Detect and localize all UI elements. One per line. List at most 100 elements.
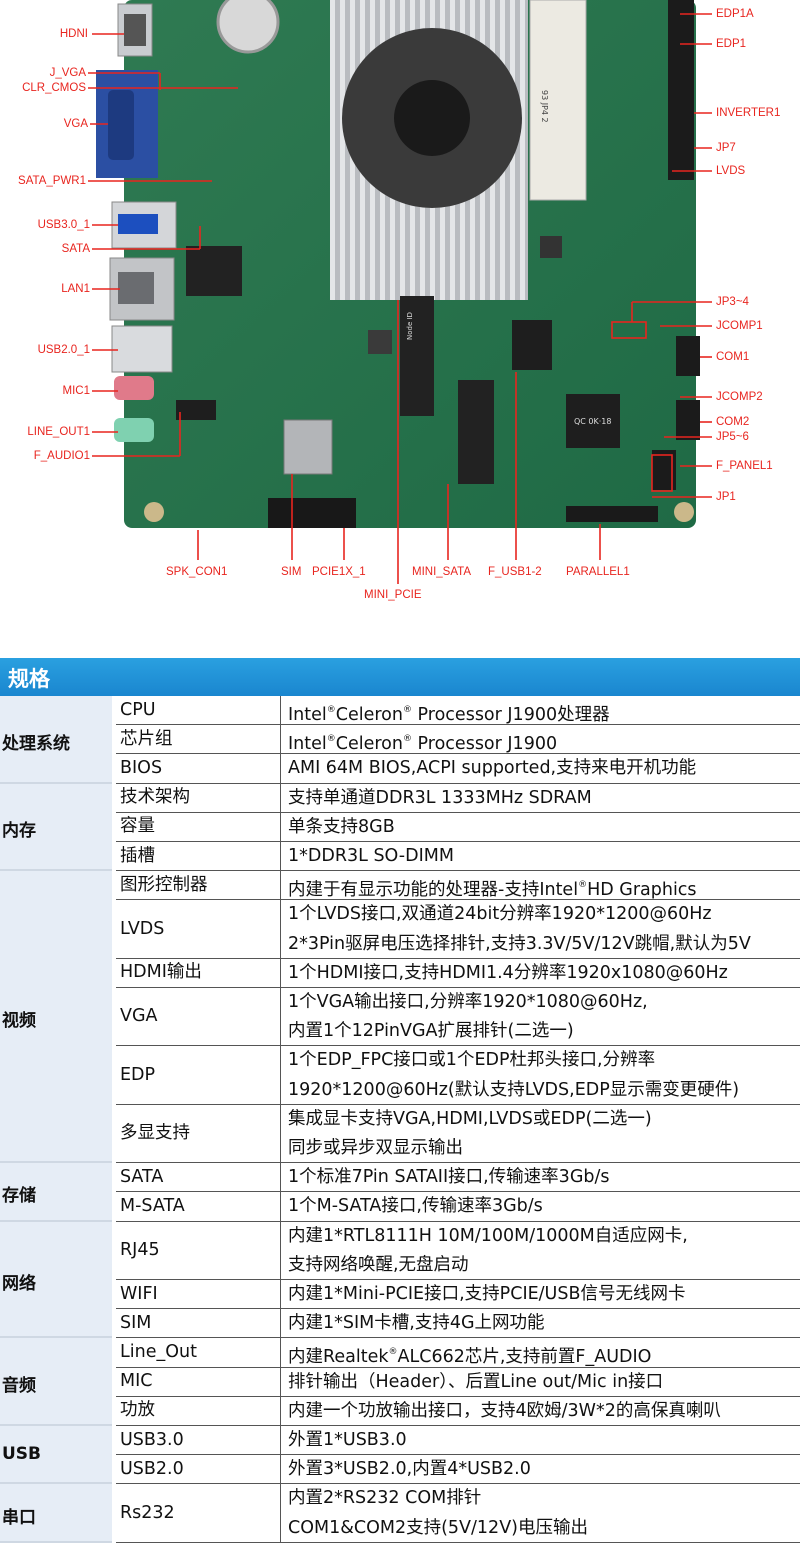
spec-row-value: 1*DDR3L SO-DIMM bbox=[288, 846, 454, 866]
spec-row-value: 1个HDMI接口,支持HDMI1.4分辨率1920x1080@60Hz bbox=[288, 962, 728, 983]
row-divider bbox=[116, 811, 800, 813]
msata-slot bbox=[458, 380, 494, 484]
row-divider bbox=[116, 1483, 800, 1485]
spec-row-value: 内建1*Mini-PCIE接口,支持PCIE/USB信号无线网卡 bbox=[288, 1284, 686, 1304]
spec-row-label: RJ45 bbox=[120, 1239, 160, 1260]
spec-category: 视频 bbox=[0, 871, 112, 1164]
row-divider bbox=[116, 1366, 800, 1368]
callout-f-panel1: F_PANEL1 bbox=[716, 460, 773, 472]
spec-row-value: Intel®Celeron® Processor J1900 bbox=[288, 734, 558, 755]
row-divider bbox=[116, 1045, 800, 1047]
sim-slot bbox=[283, 419, 333, 475]
com2-header bbox=[676, 400, 700, 440]
spec-category: 内存 bbox=[0, 783, 112, 872]
spec-row-value: COM1&COM2支持(5V/12V)电压输出 bbox=[288, 1517, 588, 1538]
spec-row-label: USB2.0 bbox=[120, 1458, 184, 1479]
callout-jp1: JP1 bbox=[716, 491, 736, 503]
spec-row-label: 容量 bbox=[120, 816, 155, 837]
spec-row-value: 1个标准7Pin SATAII接口,传输速率3Gb/s bbox=[288, 1167, 610, 1188]
callout-usb20-1: USB2.0_1 bbox=[37, 344, 90, 356]
spec-category-label: 视频 bbox=[2, 1011, 36, 1032]
spec-row-label: Rs232 bbox=[120, 1502, 175, 1523]
ic-silk-label: QC 0K·18 bbox=[574, 417, 611, 426]
spec-row-value: 内建1*SIM卡槽,支持4G上网功能 bbox=[288, 1313, 545, 1334]
spec-row-value: 同步或异步双显示输出 bbox=[288, 1138, 463, 1158]
spec-row-label: USB3.0 bbox=[120, 1429, 184, 1450]
spec-row-label: CPU bbox=[120, 699, 156, 720]
callout-lan1: LAN1 bbox=[61, 283, 90, 295]
mini-pcie-slot bbox=[400, 296, 434, 416]
row-divider bbox=[116, 957, 800, 959]
spec-row-value: Intel®Celeron® Processor J1900处理器 bbox=[288, 705, 610, 725]
spec-row-value: 支持单通道DDR3L 1333MHz SDRAM bbox=[288, 787, 592, 808]
mic-jack bbox=[114, 376, 154, 400]
callout-j-vga: J_VGA bbox=[49, 67, 86, 79]
spec-row-label: 插槽 bbox=[120, 845, 155, 866]
row-divider bbox=[116, 841, 800, 842]
spec-row-label: 技术架构 bbox=[120, 787, 190, 808]
row-divider bbox=[116, 1395, 800, 1397]
callout-edp1a: EDP1A bbox=[716, 8, 754, 20]
cmos-battery bbox=[216, 0, 280, 54]
spec-row-label: EDP bbox=[120, 1064, 156, 1085]
spec-category: 处理系统 bbox=[0, 696, 112, 784]
spec-row-value: 外置3*USB2.0,内置4*USB2.0 bbox=[288, 1459, 531, 1480]
spec-row-value: 支持网络唤醒,无盘启动 bbox=[288, 1254, 469, 1275]
spec-category: 串口 bbox=[0, 1484, 112, 1543]
spec-section-header: 规格 bbox=[0, 658, 800, 696]
column-divider bbox=[280, 696, 281, 1543]
spec-category-label: 处理系统 bbox=[2, 733, 70, 754]
spec-row-label: 多显支持 bbox=[120, 1123, 190, 1143]
row-divider bbox=[116, 753, 800, 755]
callout-jp3-4: JP3~4 bbox=[716, 296, 749, 308]
spec-row-label: 功放 bbox=[120, 1400, 155, 1421]
row-divider bbox=[116, 1337, 800, 1339]
spec-row-label: SATA bbox=[120, 1166, 164, 1187]
row-divider bbox=[116, 1279, 800, 1280]
spec-row-label: M-SATA bbox=[120, 1196, 185, 1216]
callout-edp1: EDP1 bbox=[716, 38, 747, 50]
spec-row-value: 2*3Pin驱屏电压选择排针,支持3.3V/5V/12V跳帽,默认为5V bbox=[288, 933, 751, 954]
ram-silk-label: 93 JP4 2 bbox=[540, 90, 549, 123]
row-divider bbox=[116, 1454, 800, 1456]
spec-row-value: 单条支持8GB bbox=[288, 816, 395, 837]
board-diagram: 93 JP4 2 Node ID QC 0K·18 bbox=[0, 0, 800, 650]
spec-category-label: 网络 bbox=[2, 1273, 36, 1294]
row-divider bbox=[116, 1425, 800, 1426]
spec-category-label: USB bbox=[2, 1444, 42, 1465]
spec-row-value: 1个EDP_FPC接口或1个EDP杜邦头接口,分辨率 bbox=[288, 1050, 656, 1071]
spec-row-value: 1个LVDS接口,双通道24bit分辨率1920*1200@60Hz bbox=[288, 904, 712, 925]
spec-row-value: 1920*1200@60Hz(默认支持LVDS,EDP显示需变更硬件) bbox=[288, 1079, 740, 1100]
node-silk-label: Node ID bbox=[406, 312, 414, 340]
spec-row-value: 1个VGA输出接口,分辨率1920*1080@60Hz, bbox=[288, 992, 648, 1012]
callout-usb30-1: USB3.0_1 bbox=[37, 219, 90, 231]
spec-category-label: 存储 bbox=[2, 1186, 36, 1207]
spec-category-label: 内存 bbox=[2, 821, 36, 842]
usb2-port bbox=[111, 325, 173, 373]
spec-row-value: 内建一个功放输出接口，支持4欧姆/3W*2的高保真喇叭 bbox=[288, 1400, 721, 1421]
spec-row-label: LVDS bbox=[120, 918, 165, 939]
row-divider bbox=[116, 987, 800, 988]
callout-jp7: JP7 bbox=[716, 142, 736, 154]
callout-mini-pcie: MINI_PCIE bbox=[364, 589, 422, 601]
spec-row-label: 图形控制器 bbox=[120, 874, 208, 895]
callout-clr-cmos: CLR_CMOS bbox=[22, 82, 86, 94]
spec-row-value: 1个M-SATA接口,传输速率3Gb/s bbox=[288, 1196, 543, 1217]
callout-sata: SATA bbox=[61, 243, 90, 255]
callout-com2: COM2 bbox=[716, 416, 750, 428]
callout-sim: SIM bbox=[281, 566, 302, 578]
row-divider bbox=[116, 870, 800, 872]
callout-leaders bbox=[88, 13, 712, 584]
spec-category: 网络 bbox=[0, 1221, 112, 1339]
callout-hdmi: HDNI bbox=[59, 28, 88, 40]
callout-jp5-6: JP5~6 bbox=[716, 431, 749, 443]
spec-row-value: 内建于有显示功能的处理器-支持Intel®HD Graphics bbox=[288, 880, 697, 901]
spec-row-value: 内建Realtek®ALC662芯片,支持前置F_AUDIO bbox=[288, 1347, 652, 1368]
pcie-x1-slot bbox=[268, 498, 356, 528]
row-divider bbox=[116, 1220, 800, 1222]
spec-row-label: 芯片组 bbox=[120, 728, 173, 749]
callout-jcomp1: JCOMP1 bbox=[716, 320, 763, 332]
spec-row-value: 内建1*RTL8111H 10M/100M/1000M自适应网卡, bbox=[288, 1225, 688, 1246]
motherboard-illustration: 93 JP4 2 Node ID QC 0K·18 bbox=[88, 0, 712, 584]
callout-lvds: LVDS bbox=[716, 165, 746, 177]
